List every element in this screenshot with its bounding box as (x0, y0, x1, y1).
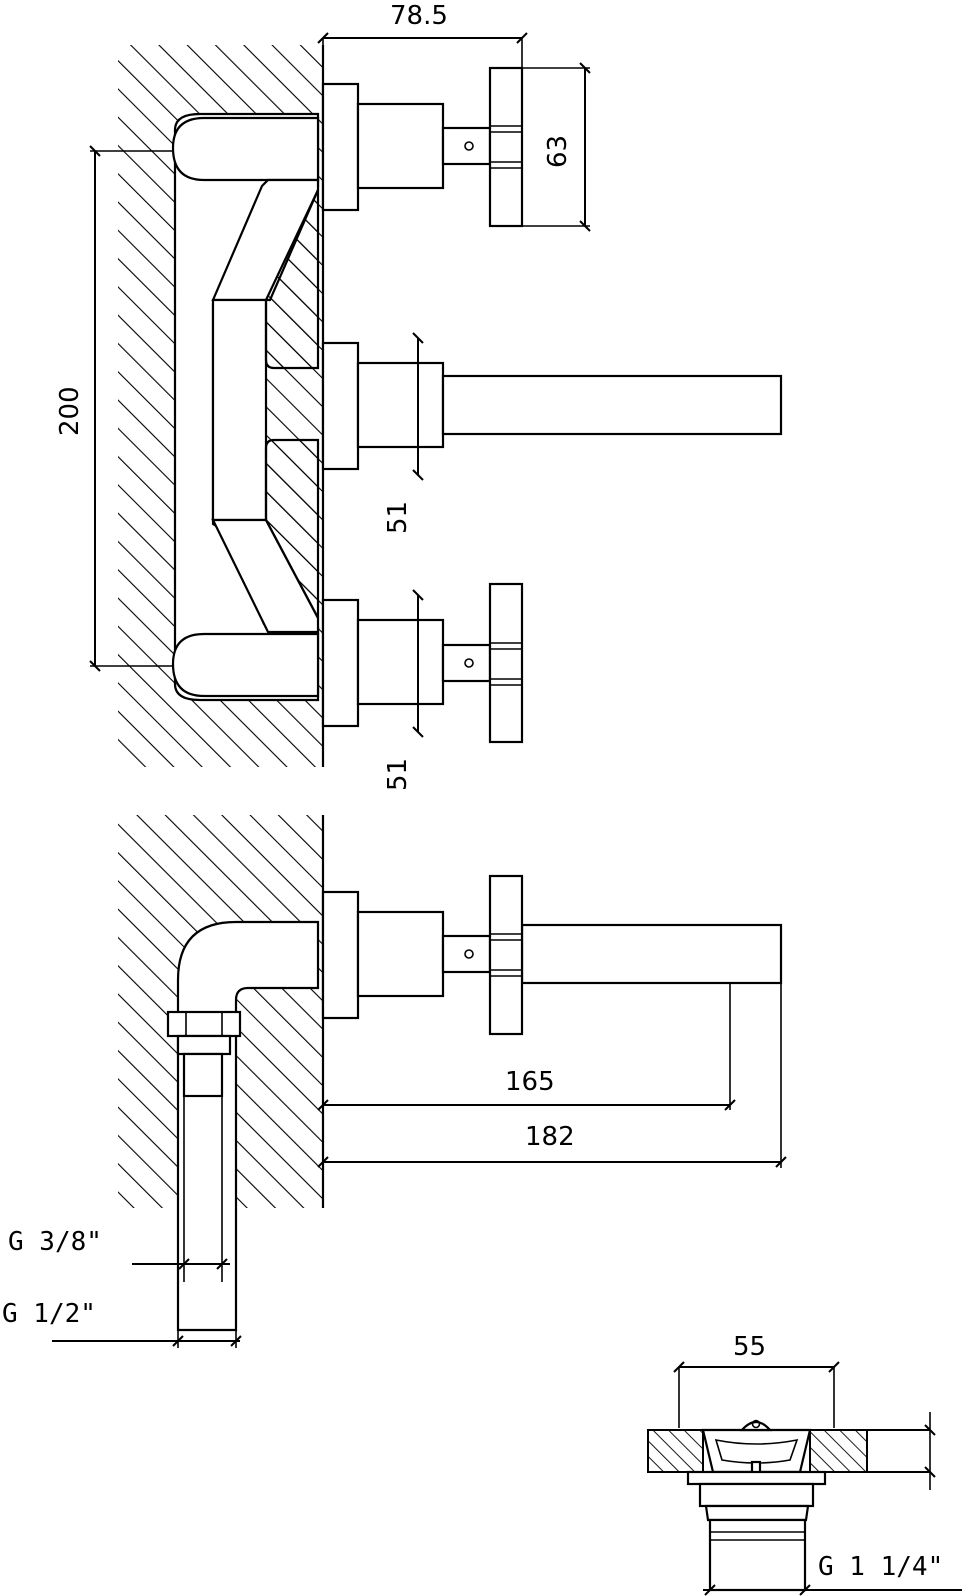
center-block (211, 298, 268, 522)
label-pipe-inner: G 3/8" (8, 1227, 102, 1257)
label-width-top: 78.5 (390, 1, 448, 31)
side-valve (321, 874, 783, 1036)
lower-elbow (171, 632, 320, 698)
top-valve (321, 66, 524, 228)
dim-handle-height: 63 (522, 62, 591, 232)
label-spacing: 200 (55, 386, 85, 436)
label-pipe-outer: G 1/2" (2, 1299, 96, 1329)
dim-reach-total: 182 (317, 1122, 787, 1168)
label-reach-spout: 165 (505, 1067, 555, 1097)
dim-body-mid: 51 (383, 332, 424, 534)
label-drain-thread: G 1 1/4" (818, 1552, 943, 1582)
label-body-low: 51 (383, 758, 413, 791)
lower-valve (321, 582, 524, 744)
middle-spout (321, 341, 783, 471)
label-drain-width: 55 (733, 1332, 766, 1362)
label-body-mid: 51 (383, 501, 413, 534)
dim-spacing: 200 (55, 145, 173, 672)
label-reach-total: 182 (525, 1122, 575, 1152)
pipe-nut (166, 1010, 242, 1098)
dim-drain-width: 55 (673, 1332, 840, 1428)
lower-riser (211, 518, 320, 634)
drain-detail: 55 G 1 1/4" (647, 1332, 962, 1596)
upper-elbow (171, 116, 320, 182)
hatch-inner-upper (264, 189, 320, 370)
dim-reach-spout: 165 (317, 1067, 736, 1111)
side-view: 165 182 G 3/8" G 1/2" (2, 815, 787, 1348)
dim-pipe-outer: G 1/2" (2, 1299, 242, 1347)
label-handle-height: 63 (543, 135, 573, 168)
front-view: 78.5 63 200 51 (55, 1, 783, 791)
dim-pipe-inner: G 3/8" (8, 1227, 230, 1270)
dim-body-low: 51 (383, 589, 424, 791)
dim-width-top: 78.5 (317, 1, 528, 84)
hatch-inner-lower (264, 438, 320, 619)
dim-drain-thread: G 1 1/4" (703, 1552, 962, 1596)
